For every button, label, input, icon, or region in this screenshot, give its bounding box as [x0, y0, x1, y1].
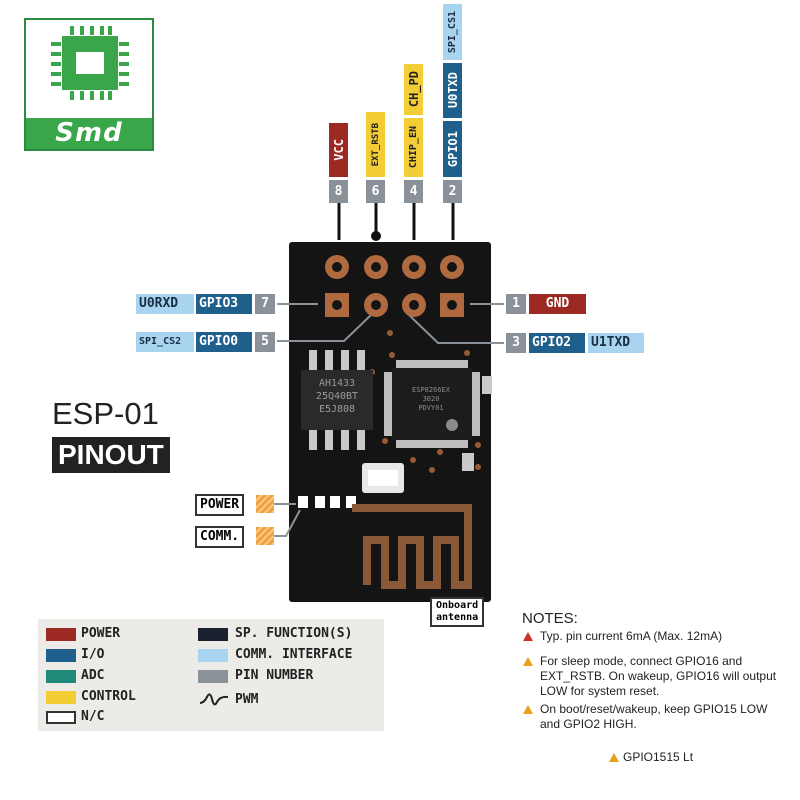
legend-label-control: CONTROL [81, 689, 136, 704]
legend-swatch-io [46, 649, 76, 662]
note-3: On boot/reset/wakeup, keep GPIO15 LOW an… [540, 702, 768, 731]
header-pins [325, 255, 464, 317]
esp8266-chip [384, 360, 480, 448]
pin-label-gpio2: GPIO2 [529, 333, 585, 353]
legend-label-pwm: PWM [235, 692, 259, 707]
pin-number-8: 8 [329, 180, 348, 203]
pin-label-vcc: VCC [329, 123, 348, 177]
led-comm-swatch [256, 527, 274, 545]
smd-logo: Smd [24, 18, 154, 151]
page-subtitle: PINOUT [52, 437, 170, 473]
notes-title: NOTES: [522, 610, 578, 627]
legend-label-adc: ADC [81, 668, 105, 683]
pin-label-gnd: GND [529, 294, 586, 314]
pin-number-3: 3 [506, 333, 526, 353]
pin-number-6: 6 [366, 180, 385, 203]
legend-swatch-adc [46, 670, 76, 683]
legend: POWER I/O ADC CONTROL N/C SP. FUNCTION(S… [38, 619, 384, 731]
led-leader-lines [274, 503, 301, 537]
logo-text: Smd [26, 118, 152, 149]
led-power-swatch [256, 495, 274, 513]
legend-label-comm-interface: COMM. INTERFACE [235, 647, 353, 662]
ext-rstb-dot [371, 231, 381, 241]
legend-label-io: I/O [81, 647, 105, 662]
legend-label-sp-function: SP. FUNCTION(S) [235, 626, 353, 641]
pin-label-chip-en: CHIP_EN [404, 118, 423, 177]
legend-swatch-nc [46, 711, 76, 724]
antenna-trace [352, 504, 472, 589]
legend-swatch-control [46, 691, 76, 704]
pin-label-gpio3: GPIO3 [196, 294, 252, 314]
warning-icon [523, 705, 533, 714]
pin-label-spi-cs1: SPI_CS1 [443, 4, 462, 60]
led-comm-label: COMM. [195, 526, 245, 548]
notes-footer: GPIO1515 Lt [623, 750, 694, 764]
pin-label-ch-pd: CH_PD [404, 64, 423, 115]
pwm-wave-icon [199, 693, 229, 706]
legend-swatch-pin-number [198, 670, 228, 683]
legend-swatch-power [46, 628, 76, 641]
pin-number-2: 2 [443, 180, 462, 203]
pin-label-u1txd: U1TXD [588, 333, 644, 353]
legend-label-pin-number: PIN NUMBER [235, 668, 314, 683]
legend-label-power: POWER [81, 626, 121, 641]
pin-label-ext-rstb: EXT_RSTB [366, 112, 385, 177]
legend-swatch-sp-function [198, 628, 228, 641]
warning-icon [609, 753, 619, 762]
page-title: ESP-01 [52, 396, 159, 431]
pin-number-7: 7 [255, 294, 275, 314]
pin-number-1: 1 [506, 294, 526, 314]
flash-chip [301, 350, 373, 450]
pin-label-spi-cs2: SPI_CS2 [136, 332, 194, 352]
pin-label-gpio0: GPIO0 [196, 332, 252, 352]
note-1: Typ. pin current 6mA (Max. 12mA) [540, 629, 723, 643]
pin-label-u0rxd: U0RXD [136, 294, 194, 314]
chip-icon [51, 26, 129, 100]
legend-swatch-comm-interface [198, 649, 228, 662]
pin-label-u0txd: U0TXD [443, 63, 462, 118]
pin-number-5: 5 [255, 332, 275, 352]
warning-icon [523, 657, 533, 666]
pin-label-gpio1: GPIO1 [443, 121, 462, 177]
led-power-label: POWER [195, 494, 245, 516]
legend-label-nc: N/C [81, 709, 105, 724]
warning-icon [523, 632, 533, 641]
pin-number-4: 4 [404, 180, 423, 203]
note-2: For sleep mode, connect GPIO16 and EXT_R… [540, 654, 777, 698]
